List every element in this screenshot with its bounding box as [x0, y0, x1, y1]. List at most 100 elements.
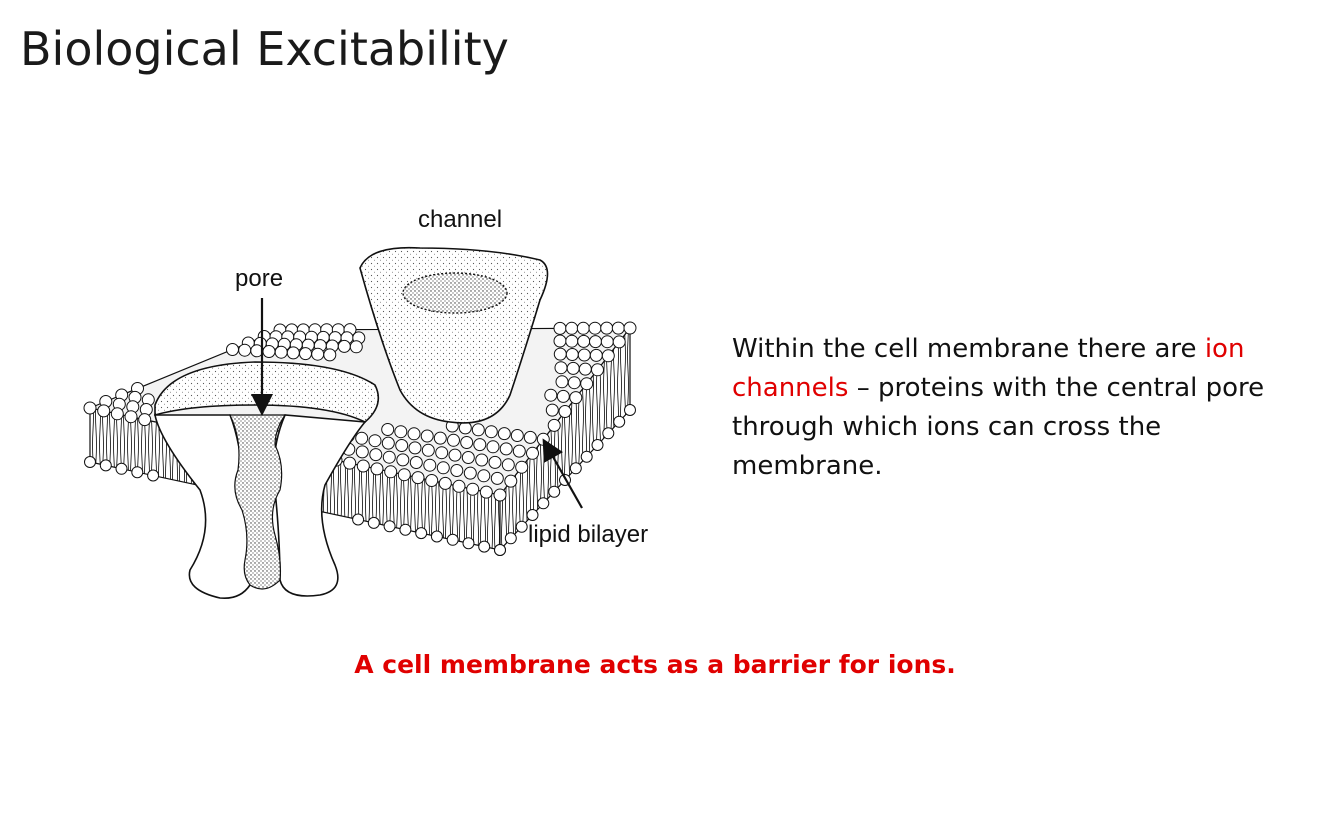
lipid-head: [425, 474, 439, 487]
lipid-head: [477, 469, 491, 483]
lipid-head: [262, 345, 276, 358]
lipid-head: [475, 453, 489, 467]
lipid-head: [556, 389, 570, 403]
lipid-head: [473, 438, 487, 452]
lipid-head: [238, 343, 252, 357]
lipid-head: [523, 430, 537, 444]
lipid-head: [624, 404, 636, 416]
description-part2: – proteins with the central pore through…: [732, 373, 1265, 481]
lipid-head: [577, 348, 591, 362]
lipid-head: [352, 513, 365, 526]
lipid-head: [394, 425, 408, 439]
lipid-head: [384, 465, 398, 479]
lipid-head: [526, 446, 539, 460]
central-pore: [229, 414, 287, 590]
lipid-head: [471, 423, 485, 437]
lipid-head: [553, 334, 567, 348]
lipid-head: [580, 450, 593, 463]
lipid-head: [494, 544, 506, 556]
lipid-head: [311, 347, 325, 361]
slide-title: Biological Excitability: [20, 22, 509, 76]
lipid-head: [565, 334, 579, 348]
lipid-head: [349, 340, 363, 354]
lipid-head: [462, 537, 475, 550]
lipid-head: [368, 434, 382, 448]
lipid-head: [430, 530, 443, 543]
ion-channel-diagram: channel pore lipid bilayer: [83, 206, 648, 600]
lipid-head: [544, 388, 558, 402]
lipid-head: [512, 444, 526, 458]
lipid-head: [409, 456, 423, 469]
lipid-head: [589, 348, 603, 362]
lipid-head: [497, 427, 511, 441]
lipid-head: [99, 459, 112, 472]
channel-opening: [402, 272, 508, 314]
lipid-head: [115, 462, 128, 475]
lipid-head: [479, 485, 493, 499]
lipid-head: [435, 446, 449, 460]
lipid-head: [611, 321, 625, 335]
lipid-head: [383, 520, 396, 533]
lipid-head: [602, 427, 615, 440]
lipid-head: [569, 462, 582, 475]
lipid-head: [356, 459, 370, 473]
lipid-head: [138, 413, 152, 427]
lipid-head: [286, 346, 300, 360]
label-lipid-bilayer: lipid bilayer: [528, 521, 648, 548]
lipid-head: [411, 471, 425, 485]
lipid-head: [399, 523, 412, 536]
lipid-head: [447, 433, 460, 447]
lipid-head: [367, 516, 380, 529]
lipid-head: [382, 450, 396, 464]
lipid-head: [343, 456, 357, 470]
lipid-head: [566, 361, 580, 375]
lipid-head: [226, 343, 239, 356]
lipid-head: [110, 407, 124, 421]
lipid-head: [407, 427, 421, 441]
lipid-head: [580, 377, 594, 391]
lipid-head: [555, 375, 569, 389]
lipid-head: [591, 439, 604, 451]
conclusion-text: A cell membrane acts as a barrier for io…: [354, 650, 956, 679]
lipid-head: [554, 361, 568, 375]
lipid-head: [421, 443, 435, 457]
lipid-head: [460, 436, 474, 449]
lipid-head: [623, 321, 637, 335]
lipid-head: [438, 476, 452, 490]
lipid-head: [355, 431, 369, 445]
lipid-head: [589, 335, 602, 349]
lipid-head: [499, 442, 513, 456]
description-text: Within the cell membrane there are ion c…: [732, 330, 1292, 486]
lipid-head: [526, 509, 539, 521]
lipid-head: [131, 466, 144, 479]
lipid-head: [504, 532, 517, 545]
lipid-head: [488, 455, 502, 469]
lipid-head: [274, 345, 288, 359]
lipid-head: [547, 418, 561, 432]
lipid-head: [415, 527, 428, 540]
lipid-head: [553, 321, 567, 335]
lipid-head: [576, 321, 590, 335]
lipid-head: [337, 339, 351, 353]
lipid-head: [567, 376, 581, 390]
lipid-head: [515, 460, 529, 474]
label-pore: pore: [235, 265, 283, 292]
lipid-head: [408, 441, 422, 455]
lipid-head: [323, 348, 337, 362]
channel-protein: [359, 246, 549, 424]
lipid-head: [578, 362, 592, 376]
lipid-head: [490, 471, 504, 485]
description-highlight-ion-channels: ion channels: [732, 334, 1245, 403]
lipid-head: [452, 479, 466, 493]
lipid-head: [548, 485, 561, 498]
lipid-head: [448, 448, 462, 462]
lipid-head: [588, 321, 602, 335]
lipid-head: [433, 431, 447, 445]
lipid-head: [565, 348, 579, 361]
lipid-head: [600, 335, 614, 349]
lipid-head: [600, 321, 614, 335]
lipid-head: [395, 439, 409, 452]
bilayer-lower-head-groups: [84, 404, 636, 556]
lipid-head: [147, 469, 160, 482]
lipid-head: [461, 451, 475, 464]
